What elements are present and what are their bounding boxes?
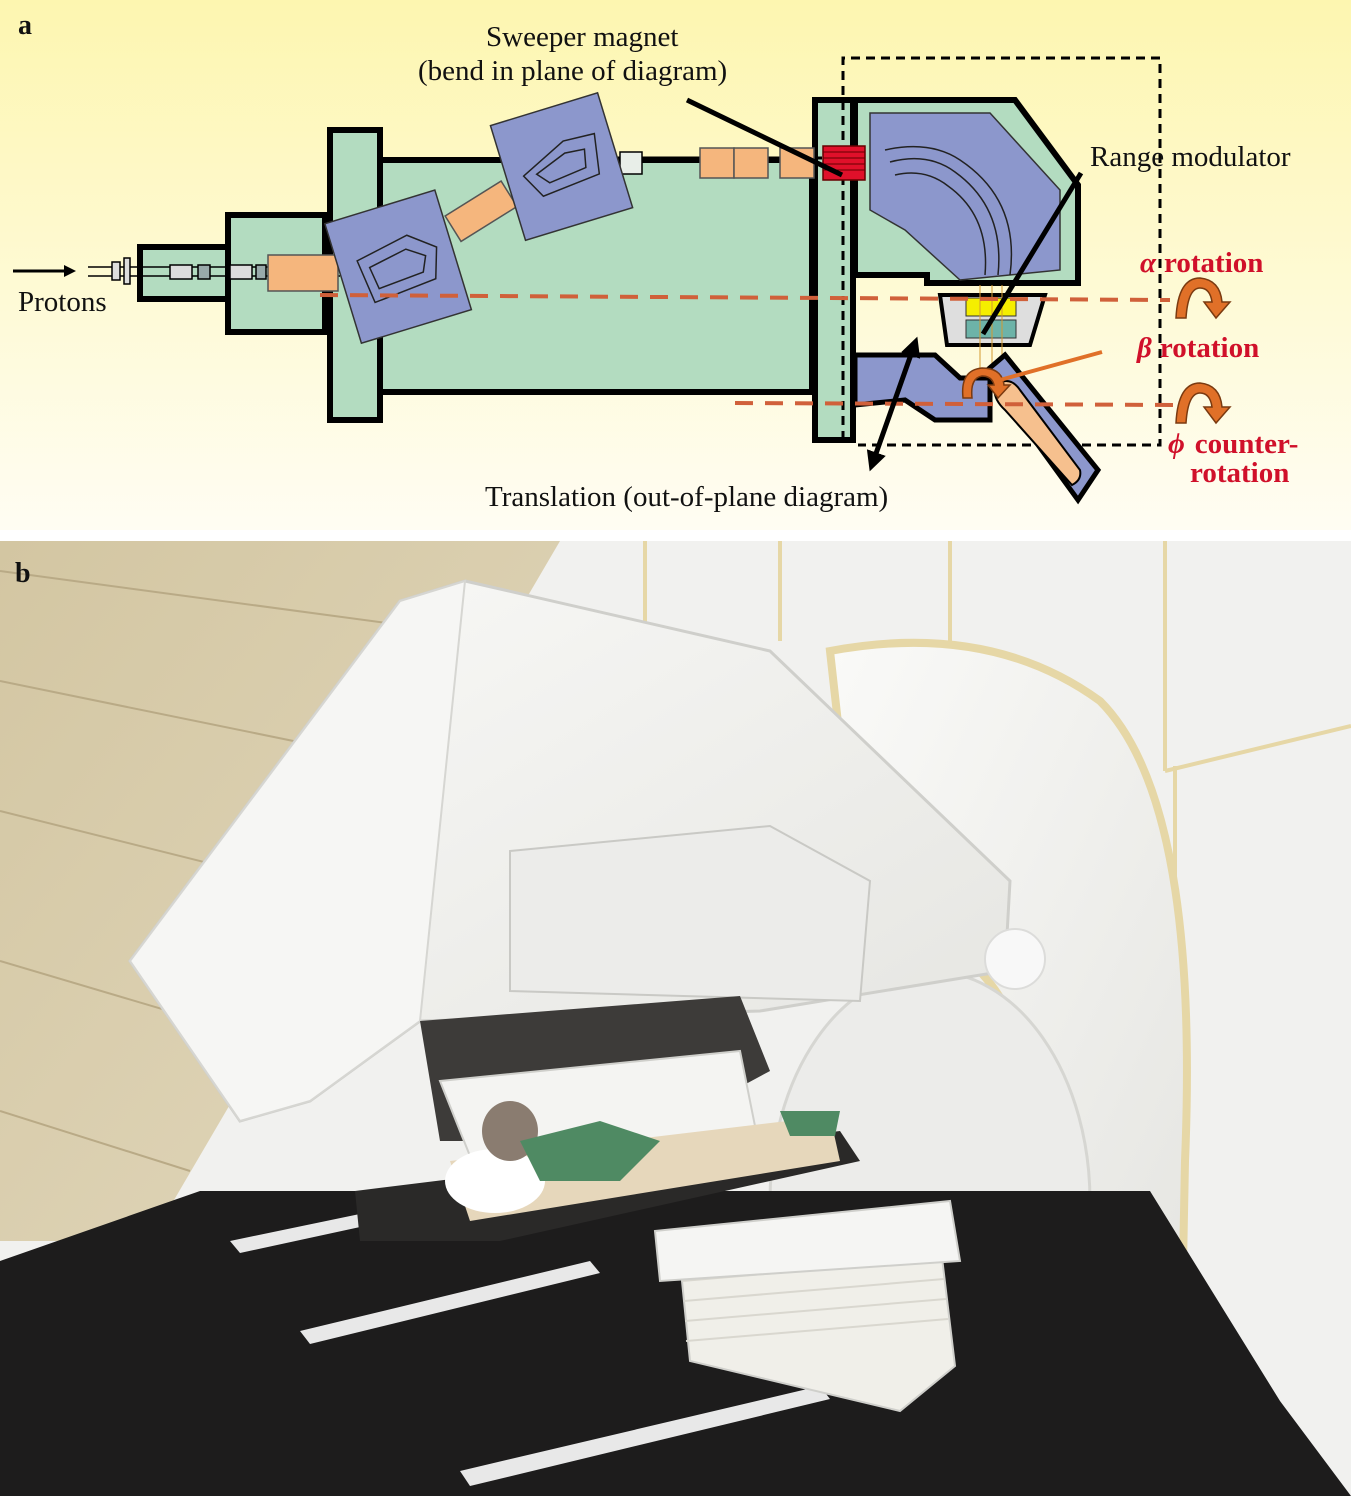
phi-rotation-label: ϕ counter- <box>1168 428 1298 460</box>
beta-rotation-arrow-icon <box>961 367 1012 400</box>
rotation-axes <box>319 293 1186 407</box>
bending-magnets <box>323 91 1061 345</box>
alpha-axis <box>319 293 1171 302</box>
alpha-rotation-label: α rotation <box>1140 247 1263 279</box>
sweeper-magnet-sublabel: (bend in plane of diagram) <box>418 55 727 87</box>
translation-arrow-icon <box>866 336 921 472</box>
green-blanket-feet <box>780 1111 840 1136</box>
panel-b-gantry-photo: b <box>0 541 1351 1496</box>
leader-lines <box>685 97 1084 336</box>
panel-a-gantry-schematic: a <box>0 0 1351 530</box>
phi-rotation-label-line2: rotation <box>1190 457 1289 489</box>
sweeper-leader <box>685 97 844 178</box>
quadrupole-3 <box>699 147 735 179</box>
panel-a-letter: a <box>18 10 32 41</box>
patient-head-pillow <box>445 1149 545 1213</box>
patient-immobilizer <box>450 1116 840 1221</box>
sweeper-magnet <box>822 145 866 181</box>
treatment-room-floor <box>0 1191 1351 1496</box>
phi-axis <box>734 401 1186 407</box>
alpha-rotation-arrow-icon <box>1175 277 1232 320</box>
dipole-magnet-2 <box>489 91 634 242</box>
nozzle-front-panel <box>509 824 872 1003</box>
sweeper-magnet-label: Sweeper magnet <box>486 21 678 53</box>
beta-leader <box>999 350 1103 382</box>
quadrupole-magnets <box>267 147 815 292</box>
gantry-dome-light <box>984 928 1046 990</box>
patient-figure <box>993 380 1082 487</box>
protons-label: Protons <box>18 286 107 318</box>
dipole-magnet-1 <box>323 189 473 345</box>
translation-label: Translation (out-of-plane diagram) <box>485 481 888 513</box>
couch-top-block <box>653 1199 962 1283</box>
beta-rotation-label: β rotation <box>1136 332 1259 364</box>
phi-rotation-arrow-icon <box>1175 382 1232 425</box>
quadrupole-2 <box>444 180 519 243</box>
panel-b-letter: b <box>15 558 31 589</box>
green-blanket <box>520 1121 660 1181</box>
dipole-magnet-final-90deg <box>869 112 1061 281</box>
patient-couch <box>852 351 1102 505</box>
quadrupole-1 <box>267 254 339 292</box>
range-modulator-leader <box>980 171 1084 336</box>
quadrupole-4 <box>733 147 769 179</box>
rotation-arrows <box>961 277 1232 425</box>
range-modulator-label: Range modulator <box>1090 141 1291 173</box>
